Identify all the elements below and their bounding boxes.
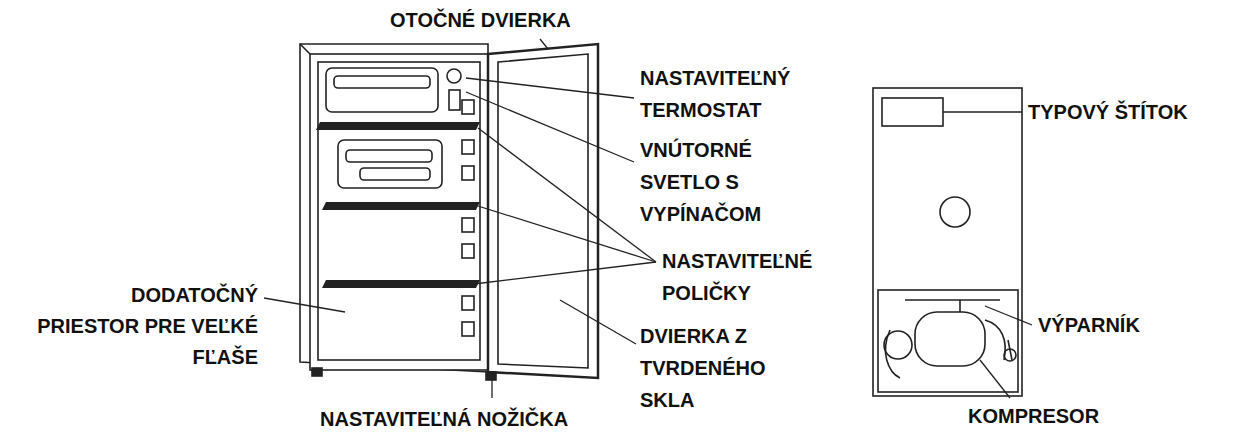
- part-label: DODATOČNÝ PRIESTOR PRE VEĽKÉ FĽAŠE: [30, 280, 258, 373]
- part-label: NASTAVITEĽNÝ TERMOSTAT: [640, 62, 820, 126]
- part-label: VNÚTORNÉ SVETLO S VYPÍNAČOM: [640, 134, 810, 230]
- part-label: DVIERKA Z TVRDENÉHO SKLA: [640, 320, 820, 416]
- part-label: OTOČNÉ DVIERKA: [390, 4, 571, 36]
- part-label: TYPOVÝ ŠTÍTOK: [1028, 96, 1188, 128]
- part-label: NASTAVITEĽNÉ POLIČKY: [662, 245, 842, 309]
- part-label: VÝPARNÍK: [1038, 309, 1140, 341]
- part-label: NASTAVITEĽNÁ NOŽIČKA: [320, 403, 568, 435]
- part-label: KOMPRESOR: [968, 400, 1099, 432]
